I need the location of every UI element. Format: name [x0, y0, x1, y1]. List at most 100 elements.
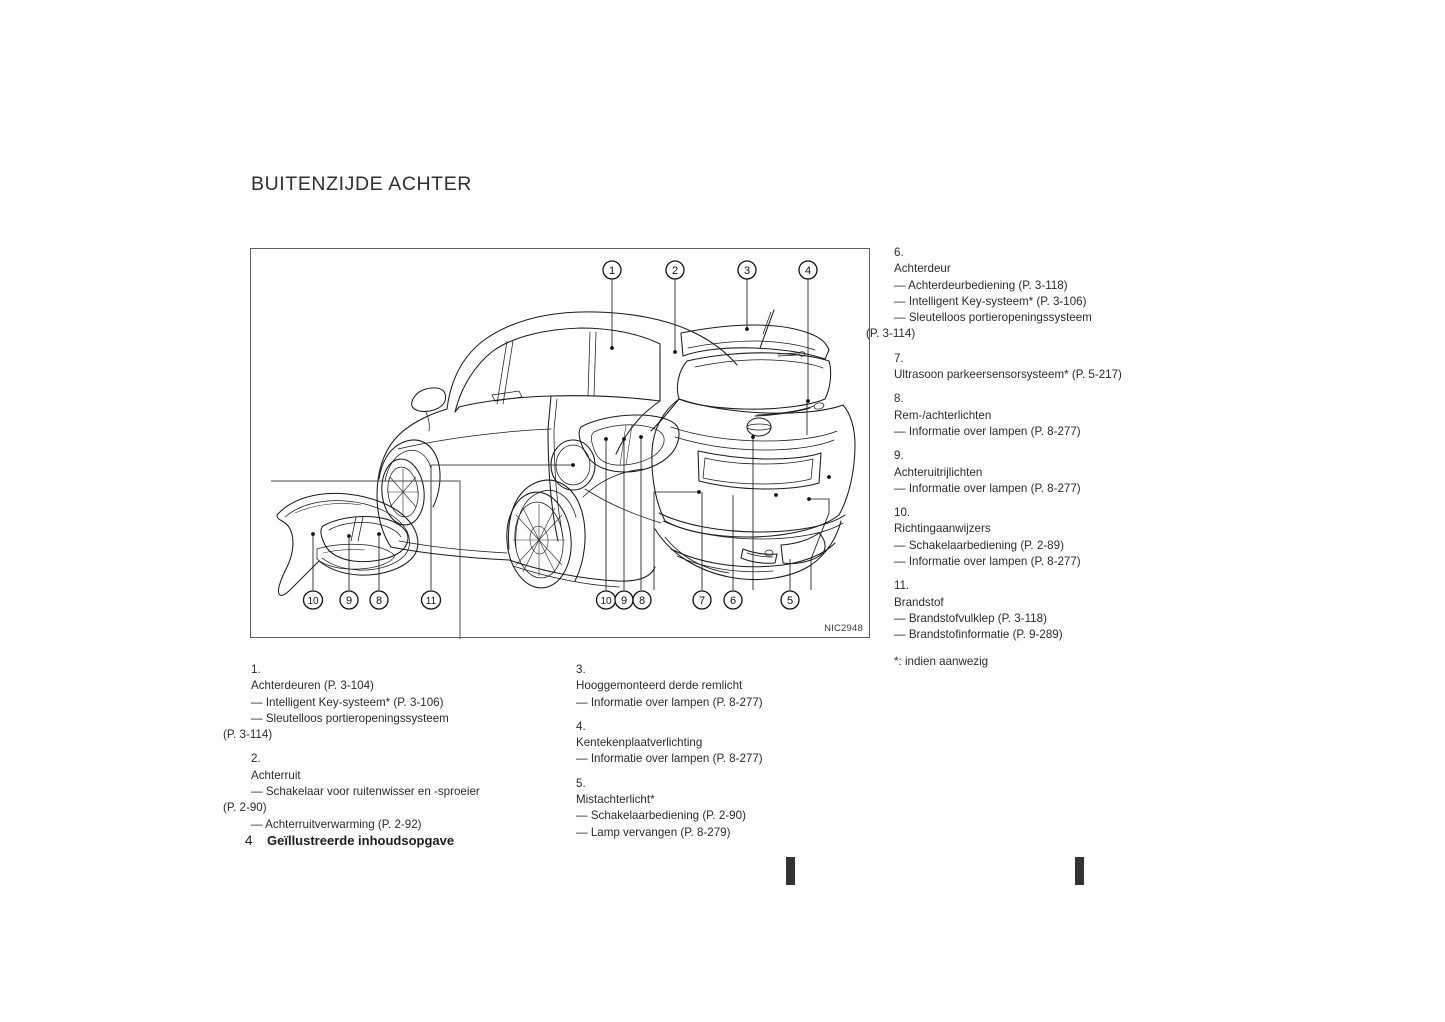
- item-subitem: — Informatie over lampen (P. 8-277): [576, 695, 763, 709]
- callout-10: 10: [595, 590, 617, 610]
- callout-11-label: 11: [426, 596, 437, 607]
- item-title: Ultrasoon parkeersensorsysteem* (P. 5-21…: [894, 368, 1122, 382]
- page-footer: 4 Geïllustreerde inhoudsopgave: [245, 833, 454, 848]
- registration-mark-left: [784, 855, 797, 887]
- item-subitem: — Sleutelloos portieropeningssysteem: [251, 711, 449, 725]
- page-title: BUITENZIJDE ACHTER: [251, 173, 472, 195]
- callout-9-label: 9: [621, 595, 627, 607]
- list-item: 11. Brandstof — Brandstofvulklep (P. 3-1…: [894, 578, 1194, 643]
- footer-page-number: 4: [245, 833, 253, 848]
- item-continuation: (P. 2-90): [223, 801, 267, 815]
- inset-leader-lines: [312, 534, 380, 590]
- item-body: Hooggemonteerd derde remlicht — Informat…: [576, 678, 881, 711]
- callout-6: 6: [723, 590, 743, 610]
- list-item: 10. Richtingaanwijzers — Schakelaarbedie…: [894, 505, 1194, 570]
- taillight-detail-inset: [271, 480, 461, 639]
- callout-4-label: 4: [805, 265, 811, 277]
- footnote: *: indien aanwezig: [894, 654, 989, 668]
- callout-5: 5: [780, 590, 800, 610]
- list-item: 1. Achterdeuren (P. 3-104) — Intelligent…: [223, 662, 556, 743]
- inset-anchor-dots: [311, 532, 381, 538]
- item-subitem: — Intelligent Key-systeem* (P. 3-106): [251, 695, 444, 709]
- item-subitem: — Informatie over lampen (P. 8-277): [894, 555, 1081, 569]
- list-item: 3. Hooggemonteerd derde remlicht — Infor…: [576, 662, 881, 711]
- item-subitem: — Informatie over lampen (P. 8-277): [894, 481, 1081, 495]
- item-subitem: — Schakelaarbediening (P. 2-89): [894, 538, 1064, 552]
- item-title: Achterdeur: [894, 262, 951, 276]
- leader-lines-bottom-tails: [701, 492, 791, 590]
- item-title: Achteruitrijlichten: [894, 465, 983, 479]
- item-body: Achterdeur — Achterdeurbediening (P. 3-1…: [866, 261, 1194, 342]
- item-continuation: (P. 3-114): [866, 327, 916, 341]
- item-title: Rem-/achterlichten: [894, 408, 992, 422]
- illustration-frame: 1 2 3 4 10 9: [250, 248, 870, 639]
- item-body: Achterruit — Schakelaar voor ruitenwisse…: [223, 768, 556, 833]
- figure-caption: NIC2948: [824, 623, 863, 634]
- item-number: 6.: [894, 246, 904, 259]
- item-title: Brandstof: [894, 595, 944, 609]
- list-column-bottom-middle: 3. Hooggemonteerd derde remlicht — Infor…: [576, 662, 881, 841]
- item-title: Achterruit: [251, 768, 301, 782]
- list-item: 8. Rem-/achterlichten — Informatie over …: [894, 391, 1194, 440]
- item-title: Richtingaanwijzers: [894, 522, 991, 536]
- item-number: 4.: [576, 719, 586, 733]
- list-item: 7. Ultrasoon parkeersensorsysteem* (P. 5…: [894, 351, 1194, 384]
- callout-4: 4: [798, 260, 818, 280]
- item-subitem: — Informatie over lampen (P. 8-277): [576, 752, 763, 766]
- item-title: Mistachterlicht*: [576, 793, 655, 807]
- item-body: Achteruitrijlichten — Informatie over la…: [894, 465, 1194, 498]
- item-body: Mistachterlicht* — Schakelaarbediening (…: [576, 792, 881, 841]
- list-item: 2. Achterruit — Schakelaar voor ruitenwi…: [223, 751, 556, 833]
- callout-10-label: 10: [600, 596, 612, 607]
- item-body: Ultrasoon parkeersensorsysteem* (P. 5-21…: [894, 367, 1194, 383]
- callout-anchor-dots: [571, 327, 831, 501]
- item-title: Kentekenplaatverlichting: [576, 736, 703, 750]
- item-number: 9.: [894, 449, 904, 463]
- list-item: 6. Achterdeur — Achterdeurbediening (P. …: [866, 245, 1194, 343]
- car-outline: [376, 309, 856, 589]
- leader-lines-bottom: [430, 401, 830, 590]
- item-number: 8.: [894, 392, 904, 406]
- footer-section-title: Geïllustreerde inhoudsopgave: [267, 833, 455, 848]
- item-subitem: — Achterruitverwarming (P. 2-92): [251, 817, 422, 831]
- item-subitem: — Sleutelloos portieropeningssysteem: [894, 311, 1092, 325]
- callout-inset-9-label: 9: [346, 595, 352, 607]
- callout-1: 1: [602, 260, 622, 280]
- item-body: Richtingaanwijzers — Schakelaarbediening…: [894, 521, 1194, 570]
- callout-inset-8-label: 8: [376, 595, 382, 607]
- item-body: Rem-/achterlichten — Informatie over lam…: [894, 408, 1194, 441]
- item-title: Achterdeuren (P. 3-104): [251, 679, 374, 693]
- item-subitem: — Achterdeurbediening (P. 3-118): [894, 278, 1068, 292]
- list-item: 9. Achteruitrijlichten — Informatie over…: [894, 448, 1194, 497]
- list-item: 4. Kentekenplaatverlichting — Informatie…: [576, 719, 881, 768]
- callout-3-label: 3: [744, 265, 750, 277]
- callout-inset-10-label: 10: [307, 596, 319, 607]
- callout-1-label: 1: [609, 265, 615, 277]
- item-subitem: — Lamp vervangen (P. 8-279): [576, 825, 731, 839]
- registration-mark-right: [1073, 855, 1086, 887]
- callout-2-label: 2: [672, 265, 678, 277]
- item-number: 10.: [894, 506, 911, 520]
- item-subitem: — Schakelaarbediening (P. 2-90): [576, 809, 746, 823]
- callout-inset-10: 10: [302, 590, 324, 610]
- item-body: Kentekenplaatverlichting — Informatie ov…: [576, 735, 881, 768]
- item-body: Achterdeuren (P. 3-104) — Intelligent Ke…: [223, 678, 556, 743]
- item-number: 1.: [251, 663, 261, 676]
- leader-lines-top: [611, 279, 809, 401]
- item-body: Brandstof — Brandstofvulklep (P. 3-118) …: [894, 595, 1194, 644]
- item-number: 11.: [894, 579, 910, 593]
- callout-7-label: 7: [699, 595, 705, 607]
- item-number: 3.: [576, 663, 586, 676]
- item-number: 2.: [251, 752, 261, 766]
- vehicle-rear-illustration: 1 2 3 4 10 9: [271, 260, 856, 639]
- callout-5-label: 5: [787, 595, 793, 607]
- callout-8: 8: [632, 590, 652, 610]
- list-column-right: 6. Achterdeur — Achterdeurbediening (P. …: [866, 245, 1194, 670]
- callout-3: 3: [737, 260, 757, 280]
- callout-9: 9: [614, 590, 634, 610]
- item-number: 7.: [894, 351, 904, 365]
- item-subitem: — Intelligent Key-systeem* (P. 3-106): [894, 294, 1087, 308]
- callout-6-label: 6: [730, 595, 736, 607]
- list-item: 5. Mistachterlicht* — Schakelaarbedienin…: [576, 776, 881, 841]
